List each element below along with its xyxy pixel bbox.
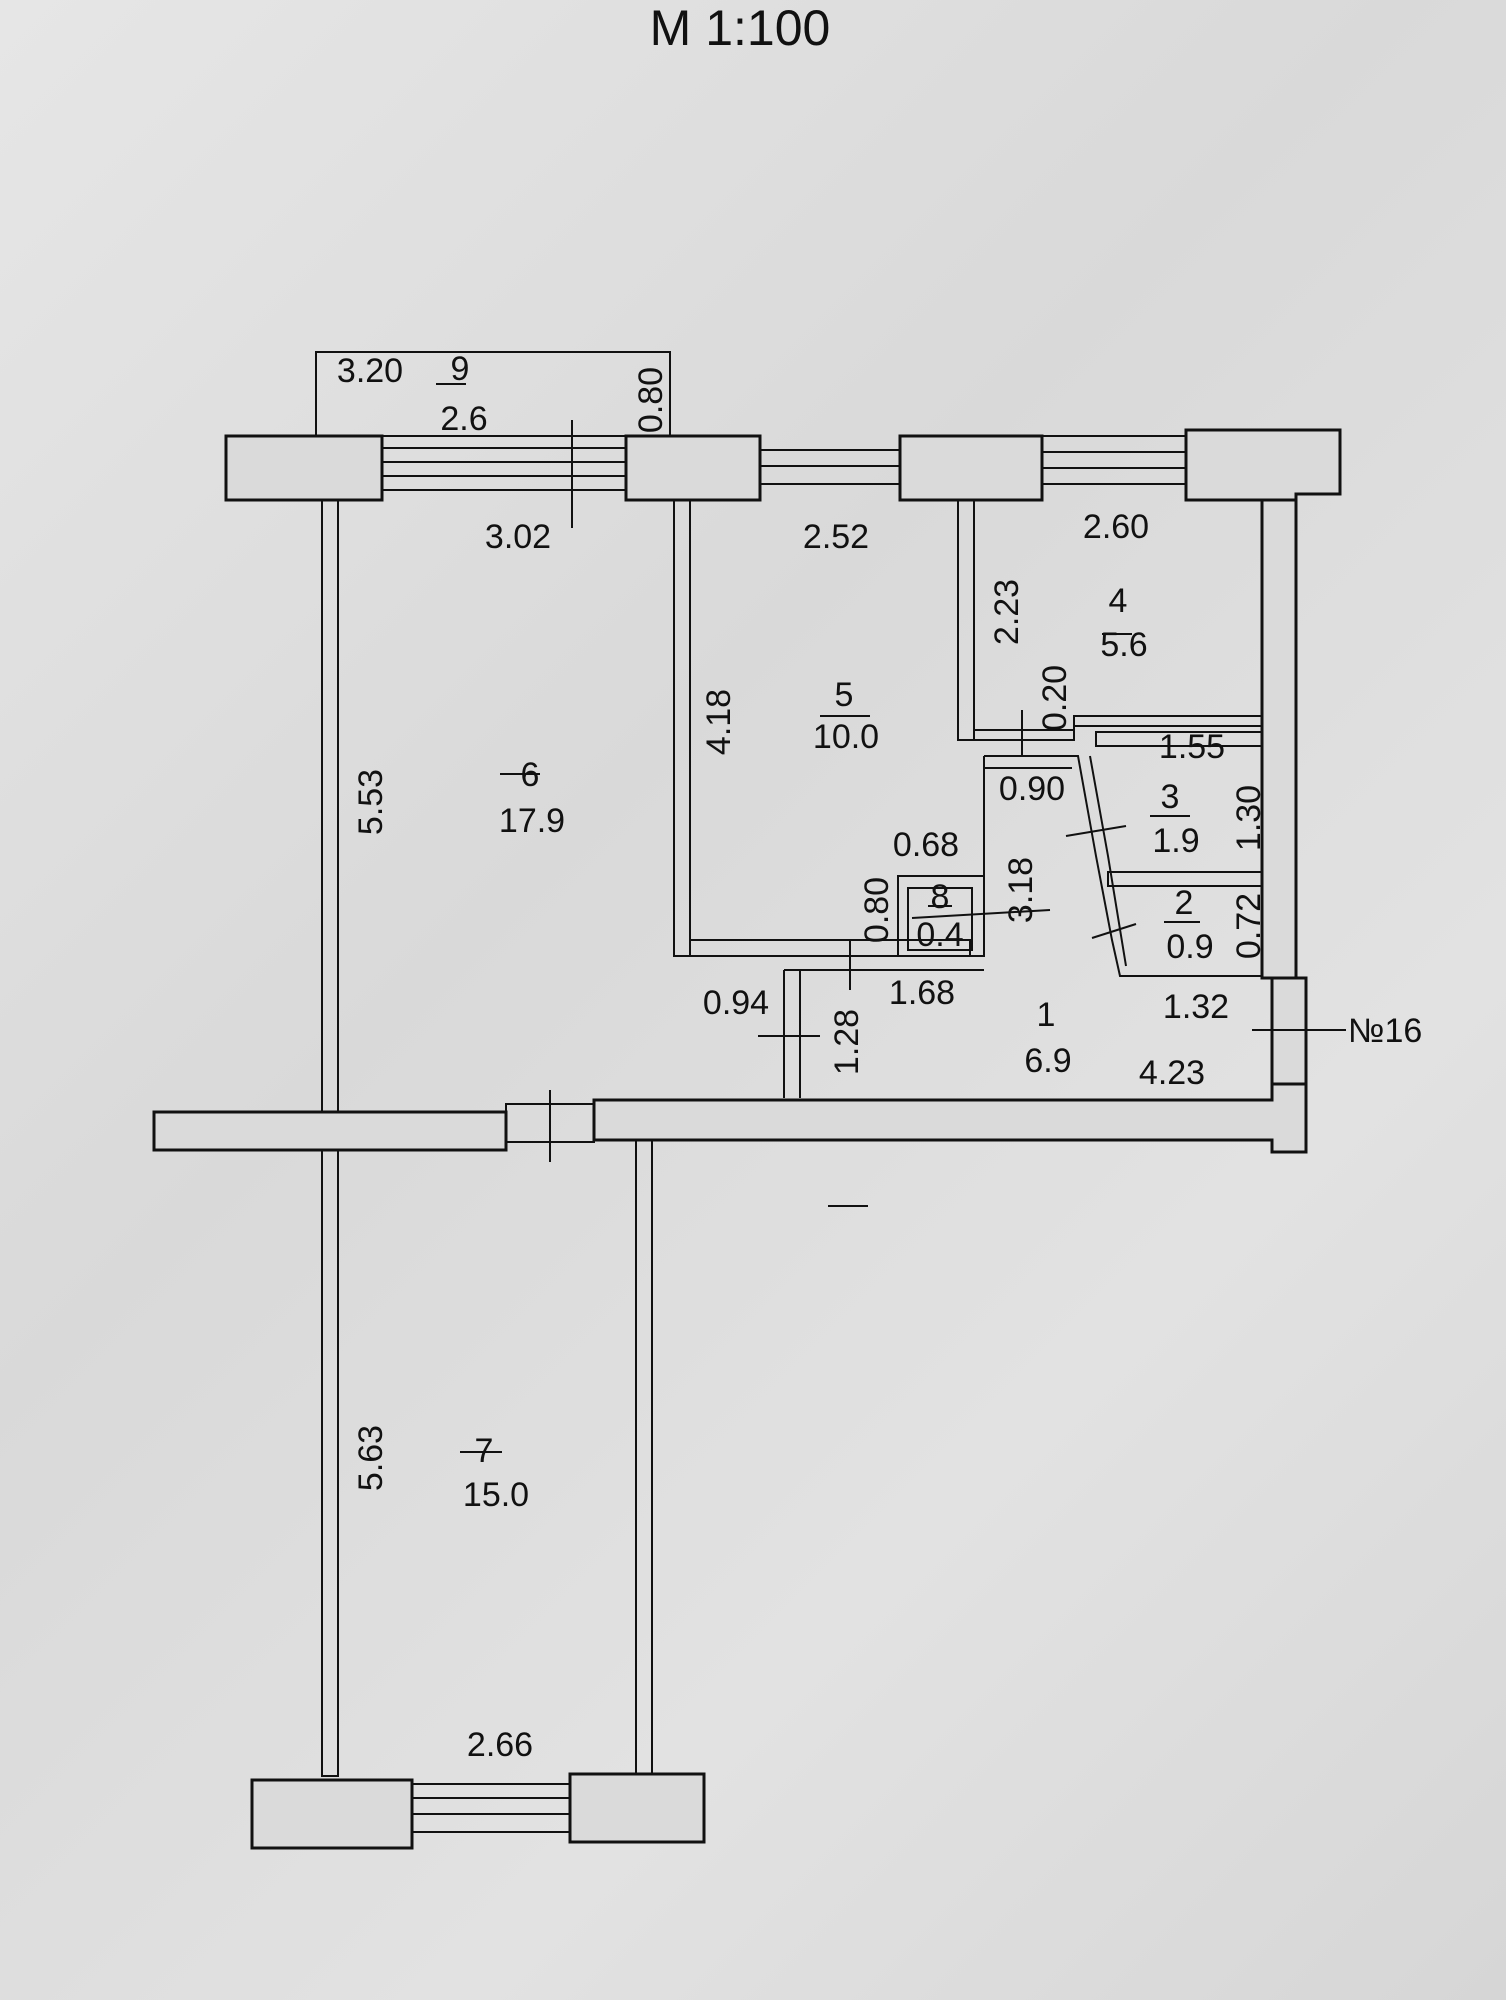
dim-hall-094: 0.94 bbox=[703, 984, 769, 1022]
dim-room8-length: 0.80 bbox=[858, 877, 896, 943]
dim-balcony-width: 3.20 bbox=[337, 352, 403, 390]
room9-number: 9 bbox=[451, 350, 470, 388]
room7-left-wall bbox=[321, 1149, 339, 1777]
room9-area: 2.6 bbox=[440, 400, 487, 438]
dim-room5-width: 2.52 bbox=[803, 518, 869, 556]
apartment-number-label: №16 bbox=[1348, 1012, 1422, 1050]
room4-number: 4 bbox=[1109, 582, 1128, 620]
room5-number: 5 bbox=[835, 676, 854, 714]
room5-area: 10.0 bbox=[813, 718, 879, 756]
dim-room4-length: 2.23 bbox=[988, 579, 1026, 645]
room3-number: 3 bbox=[1161, 778, 1180, 816]
dim-hall-423: 4.23 bbox=[1139, 1054, 1205, 1092]
dim-room8-width: 0.68 bbox=[893, 826, 959, 864]
room8-inner bbox=[907, 887, 973, 951]
room8-number: 8 bbox=[931, 878, 950, 916]
right-exterior-wall bbox=[1260, 498, 1308, 1086]
room7-number: 7 bbox=[475, 1432, 494, 1470]
dim-room3-length: 1.30 bbox=[1230, 785, 1268, 851]
dim-room5-length: 4.18 bbox=[700, 689, 738, 755]
dim-hall-132: 1.32 bbox=[1163, 988, 1229, 1026]
room3-area: 1.9 bbox=[1152, 822, 1199, 860]
dim-room6-length: 5.53 bbox=[352, 769, 390, 835]
dim-hall-168: 1.68 bbox=[889, 974, 955, 1012]
room3-top-wall bbox=[1095, 731, 1263, 747]
dim-door-090: 0.90 bbox=[999, 770, 1065, 808]
room6-left-wall bbox=[321, 499, 339, 1113]
room8-area: 0.4 bbox=[916, 916, 963, 954]
dim-room6-width: 3.02 bbox=[485, 518, 551, 556]
dim-room7-width: 2.66 bbox=[467, 1726, 533, 1764]
room7-right-wall bbox=[635, 1139, 653, 1777]
room2-top-wall bbox=[1107, 871, 1263, 887]
dim-balcony-depth: 0.80 bbox=[632, 367, 670, 433]
dim-hall-318: 3.18 bbox=[1002, 857, 1040, 923]
bottom-exterior-wall bbox=[250, 1772, 706, 1850]
dim-room7-length: 5.63 bbox=[352, 1425, 390, 1491]
room6-number: 6 bbox=[521, 756, 540, 794]
top-exterior-wall bbox=[224, 420, 1342, 528]
room4-bottom-wall bbox=[974, 715, 1262, 741]
scale-label: М 1:100 bbox=[650, 0, 831, 56]
balcony-outline bbox=[315, 351, 671, 437]
room1-area: 6.9 bbox=[1024, 1042, 1071, 1080]
room2-area: 0.9 bbox=[1166, 928, 1213, 966]
dim-wall-020: 0.20 bbox=[1036, 665, 1074, 731]
room5-right-wall bbox=[957, 499, 975, 741]
room1-number: 1 bbox=[1037, 996, 1056, 1034]
room7-area: 15.0 bbox=[463, 1476, 529, 1514]
room5-bottom-wall bbox=[674, 500, 971, 957]
room6-area: 17.9 bbox=[499, 802, 565, 840]
dim-room4-width: 2.60 bbox=[1083, 508, 1149, 546]
room4-area: 5.6 bbox=[1100, 626, 1147, 664]
dim-room3-width: 1.55 bbox=[1159, 728, 1225, 766]
hall-left-partition bbox=[783, 969, 801, 1098]
room2-number: 2 bbox=[1175, 884, 1194, 922]
dim-room2-length: 0.72 bbox=[1230, 893, 1268, 959]
dim-hall-128: 1.28 bbox=[828, 1009, 866, 1075]
room5-left-wall bbox=[673, 499, 691, 957]
